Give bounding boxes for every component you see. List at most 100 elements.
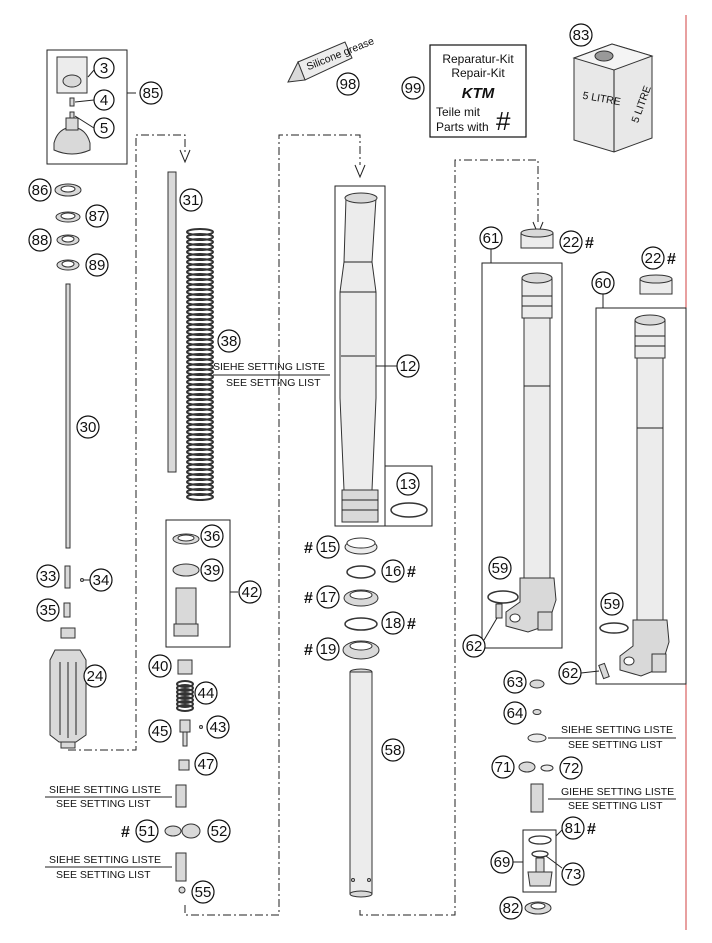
label-52: 52 [211,823,228,840]
repair-kit-marker-51: # [121,824,130,841]
valve-spring [176,680,194,712]
label-12: 12 [400,358,417,375]
label-18: 18 [385,615,402,632]
setting-note-de-4: SIEHE SETTING LISTE [561,724,673,736]
outer-tube-frame [334,185,386,527]
label-30: 30 [80,419,97,436]
label-71: 71 [495,759,512,776]
label-44: 44 [198,685,215,702]
label-87: 87 [89,208,106,225]
label-36: 36 [204,528,221,545]
kit-line-de: Reparatur-Kit [442,52,514,66]
fork-leg-61-frame [481,262,563,649]
label-34: 34 [93,572,110,589]
spring-coil [176,700,194,708]
washer-stack [54,183,82,271]
label-98: 98 [340,76,357,93]
label-63: 63 [507,674,524,691]
label-62b: 62 [562,665,579,682]
kit-parts-en: Parts with [436,120,489,134]
label-24: 24 [87,668,104,685]
label-5: 5 [100,120,108,137]
label-72: 72 [563,760,580,777]
label-47: 47 [198,756,215,773]
repair-kit-marker-81: # [587,821,596,838]
setting-note-en-1: SEE SETTING LIST [226,377,321,389]
label-89: 89 [89,257,106,274]
repair-kit-marker-17: # [304,590,313,607]
label-58: 58 [385,742,402,759]
spring-coil [176,696,194,704]
label-61: 61 [483,230,500,247]
spring-coil [176,684,194,692]
ktm-logo: KTM [462,85,495,102]
kit-parts-de: Teile mit [436,105,481,119]
label-33: 33 [40,568,57,585]
fork-leg-61 [505,272,557,633]
repair-kit-marker-15: # [304,540,313,557]
repair-kit-marker-19: # [304,642,313,659]
label-73: 73 [565,866,582,883]
label-62a: 62 [466,638,483,655]
setting-note-de-5: GIEHE SETTING LISTE [561,786,674,798]
damper-rod [65,283,71,549]
repair-kit-marker-22a: # [585,235,594,252]
label-17: 17 [320,589,337,606]
label-64: 64 [507,705,524,722]
fork-spring [186,228,214,501]
cap-assembly [46,49,128,165]
label-99: 99 [405,80,422,97]
setting-note-en-4: SEE SETTING LIST [568,739,663,751]
fork-leg-60 [619,314,670,677]
cap-assembly-frame [46,49,128,165]
setting-note-de-1: SIEHE SETTING LISTE [213,361,325,373]
label-40: 40 [152,658,169,675]
setting-note-de-3: SIEHE SETTING LISTE [49,854,161,866]
label-85: 85 [143,85,160,102]
label-13: 13 [400,476,417,493]
label-39: 39 [204,562,221,579]
outer-tube [339,192,379,523]
label-31: 31 [183,192,200,209]
label-43: 43 [210,719,227,736]
label-55: 55 [195,884,212,901]
setting-note-de-2: SIEHE SETTING LISTE [49,784,161,796]
label-15: 15 [320,539,337,556]
label-19: 19 [320,641,337,658]
label-83: 83 [573,27,590,44]
label-38: 38 [221,333,238,350]
label-45: 45 [152,723,169,740]
label-42: 42 [242,584,259,601]
label-60: 60 [595,275,612,292]
silicone-grease-tube: Silicone grease [287,35,376,83]
fork-leg-60-frame [595,307,687,685]
inner-tube [349,668,373,898]
repair-kit-marker-22b: # [667,251,676,268]
assembly-dash-lines [68,134,544,916]
repair-kit-marker-16: # [407,564,416,581]
label-35: 35 [40,602,57,619]
label-22b: 22 [645,250,662,267]
label-4: 4 [100,92,108,109]
setting-note-en-5: SEE SETTING LIST [568,800,663,812]
compression-assembly-frame [165,519,231,648]
label-22a: 22 [563,234,580,251]
oil-canister: 5 LITRE 5 LITRE [572,43,654,153]
preload-rod [167,171,177,473]
spring-coil [176,704,194,712]
label-86: 86 [32,182,49,199]
valve-assembly-69-frame [522,829,557,893]
kit-hash-symbol: # [496,106,511,136]
label-88: 88 [32,232,49,249]
repair-kit-box: Reparatur-Kit Repair-Kit KTM Teile mit P… [429,44,527,138]
repair-kit-marker-18: # [407,616,416,633]
label-3: 3 [100,60,108,77]
spring-coil [176,680,194,688]
spring-coil [176,692,194,700]
kit-line-en: Repair-Kit [451,66,505,80]
label-81: 81 [565,820,582,837]
label-16: 16 [385,563,402,580]
damper-cartridge [49,627,87,749]
setting-note-en-2: SEE SETTING LIST [56,798,151,810]
